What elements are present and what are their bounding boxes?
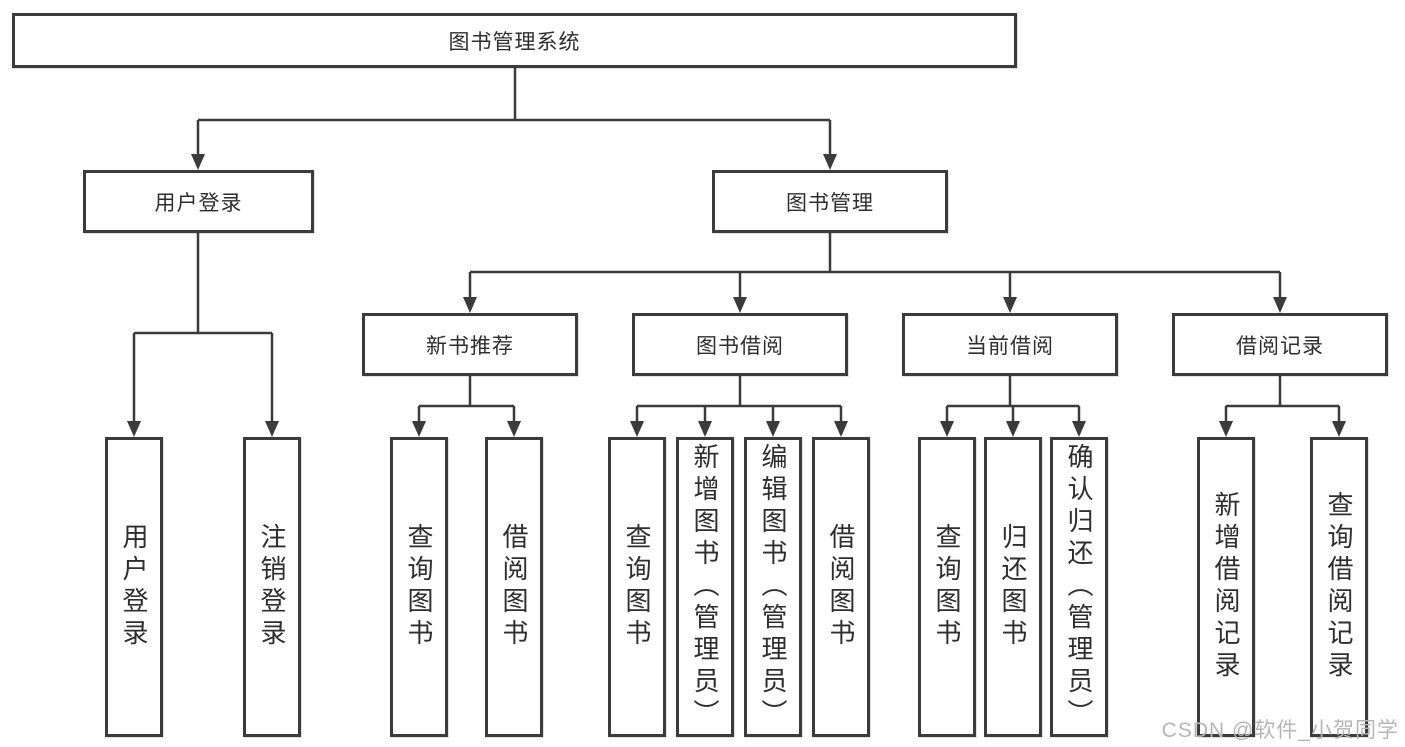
leaf-query-book-current: 查询图书 [918, 437, 976, 737]
node-root-label: 图书管理系统 [448, 30, 581, 54]
leaf-borrow-book-label: 借阅图书 [826, 523, 856, 651]
leaf-return-book: 归还图书 [984, 437, 1042, 737]
leaf-query-book-rec: 查询图书 [390, 437, 448, 737]
leaf-query-borrow-record: 查询借阅记录 [1310, 437, 1368, 737]
node-borrow-records: 借阅记录 [1172, 313, 1388, 376]
tree-edges [132, 68, 1341, 423]
leaf-return-book-label: 归还图书 [998, 523, 1028, 651]
node-current-borrow-label: 当前借阅 [966, 334, 1054, 358]
node-root: 图书管理系统 [12, 13, 1017, 68]
node-user-login: 用户登录 [83, 170, 314, 233]
leaf-add-book-admin: 新增图书（管理员） [676, 437, 734, 737]
leaf-add-book-admin-label: 新增图书（管理员） [690, 443, 720, 731]
node-new-book-rec: 新书推荐 [362, 313, 578, 376]
node-user-login-label: 用户登录 [154, 191, 243, 215]
leaf-borrow-book-rec-label: 借阅图书 [499, 523, 529, 651]
leaf-query-book-rec-label: 查询图书 [404, 523, 434, 651]
leaf-borrow-book-rec: 借阅图书 [485, 437, 543, 737]
watermark: CSDN @软件_小贺同学 [1161, 719, 1399, 742]
node-book-mgmt-label: 图书管理 [786, 191, 874, 215]
leaf-query-book-borrow: 查询图书 [608, 437, 666, 737]
node-book-borrow: 图书借阅 [632, 313, 848, 376]
node-current-borrow: 当前借阅 [902, 313, 1118, 376]
leaf-edit-book-admin: 编辑图书（管理员） [744, 437, 802, 737]
leaf-logout-label: 注销登录 [257, 523, 287, 651]
leaf-query-book-current-label: 查询图书 [932, 523, 962, 651]
leaf-confirm-return-admin-label: 确认归还（管理员） [1064, 443, 1094, 731]
node-new-book-rec-label: 新书推荐 [426, 334, 514, 358]
node-book-mgmt: 图书管理 [712, 170, 948, 233]
leaf-borrow-book: 借阅图书 [812, 437, 870, 737]
leaf-edit-book-admin-label: 编辑图书（管理员） [758, 443, 788, 731]
leaf-user-login-label: 用户登录 [119, 523, 149, 651]
leaf-add-borrow-record: 新增借阅记录 [1197, 437, 1255, 737]
node-book-borrow-label: 图书借阅 [696, 334, 784, 358]
leaf-logout: 注销登录 [243, 437, 301, 737]
leaf-query-book-borrow-label: 查询图书 [622, 523, 652, 651]
leaf-confirm-return-admin: 确认归还（管理员） [1050, 437, 1108, 737]
leaf-query-borrow-record-label: 查询借阅记录 [1324, 491, 1354, 683]
leaf-user-login: 用户登录 [105, 437, 163, 737]
node-borrow-records-label: 借阅记录 [1236, 334, 1324, 358]
leaf-add-borrow-record-label: 新增借阅记录 [1211, 491, 1241, 683]
